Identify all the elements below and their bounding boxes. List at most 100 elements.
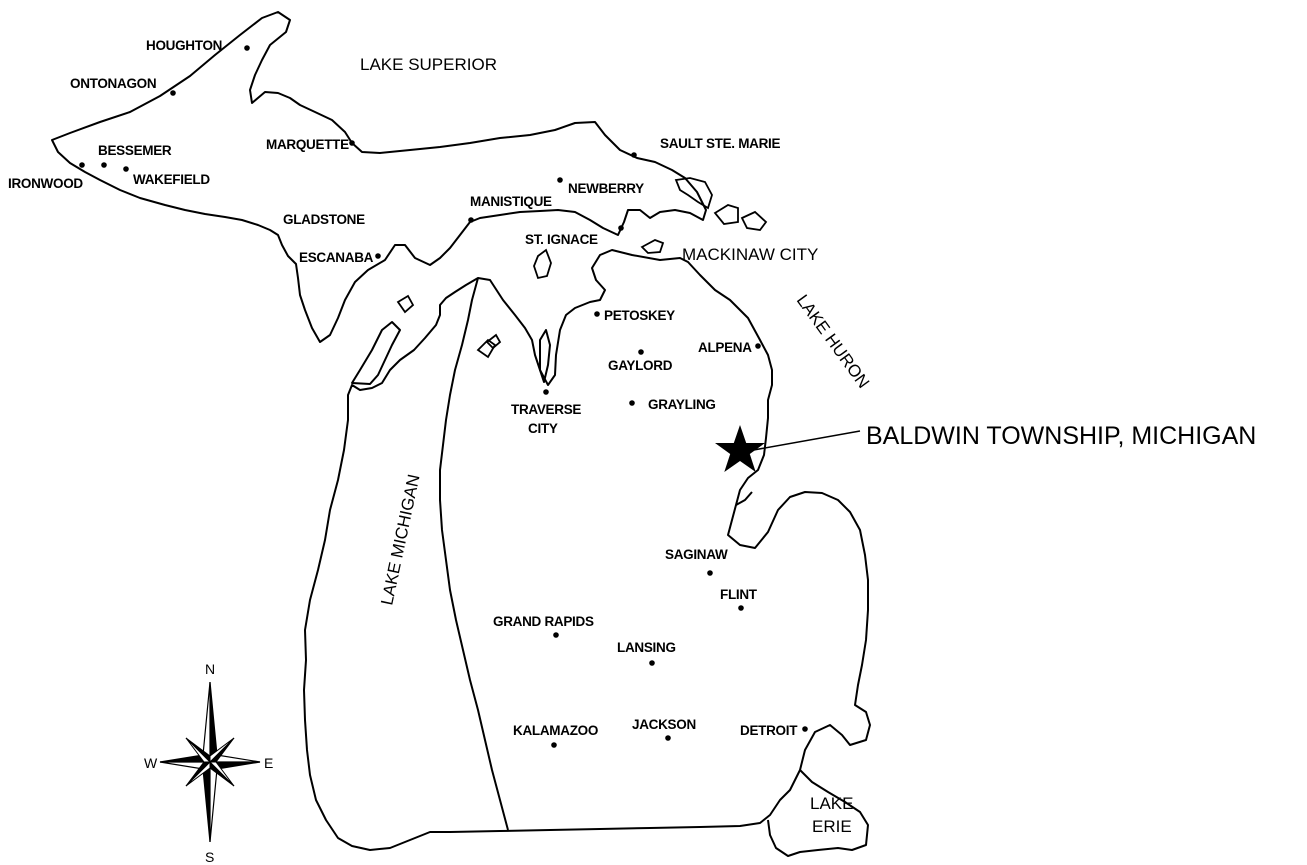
city-manistique: MANISTIQUE	[468, 194, 552, 223]
compass-north-label: N	[205, 661, 215, 677]
city-newberry: NEWBERRY	[557, 177, 644, 196]
city-traverse-city: TRAVERSE CITY	[511, 389, 582, 436]
city-marker	[551, 742, 557, 748]
city-label: DETROIT	[740, 723, 798, 738]
lake-erie-label-line2: ERIE	[812, 817, 852, 836]
city-label: TRAVERSE	[511, 402, 581, 417]
city-label: IRONWOOD	[8, 176, 83, 191]
compass-south-label: S	[205, 849, 214, 865]
city-marker	[170, 90, 176, 96]
city-label: MARQUETTE	[266, 137, 349, 152]
saginaw-bay-shore	[735, 491, 753, 506]
lake-erie-shore	[767, 769, 869, 857]
city-st-ignace: ST. IGNACE	[525, 225, 624, 247]
lake-erie-label-line1: LAKE	[810, 794, 853, 813]
city-jackson: JACKSON	[632, 717, 696, 741]
city-marquette: MARQUETTE	[266, 137, 355, 152]
city-label: GRAND RAPIDS	[493, 614, 594, 629]
city-marker	[553, 632, 559, 638]
city-gaylord: GAYLORD	[608, 349, 673, 373]
leelanau-peninsula	[539, 329, 551, 383]
city-marker	[244, 45, 250, 51]
city-label: MANISTIQUE	[470, 194, 552, 209]
city-label: KALAMAZOO	[513, 723, 598, 738]
city-marker	[665, 735, 671, 741]
city-wakefield: WAKEFIELD	[123, 166, 211, 187]
city-marker	[123, 166, 129, 172]
island-east-2	[740, 210, 768, 231]
city-marker	[375, 253, 381, 259]
city-label: ONTONAGON	[70, 76, 156, 91]
city-marker	[755, 343, 761, 349]
city-label: JACKSON	[632, 717, 696, 732]
city-label: CITY	[528, 421, 558, 436]
city-marker	[468, 217, 474, 223]
city-marker	[79, 162, 85, 168]
city-marker	[543, 389, 549, 395]
city-label: ESCANABA	[299, 250, 374, 265]
city-label: LANSING	[617, 640, 676, 655]
city-grand-rapids: GRAND RAPIDS	[493, 614, 594, 638]
island-east-1	[713, 204, 739, 225]
city-marker	[631, 152, 637, 158]
city-marker	[649, 660, 655, 666]
star-icon	[715, 425, 765, 472]
city-marker	[638, 349, 644, 355]
city-label: GRAYLING	[648, 397, 716, 412]
city-detroit: DETROIT	[740, 723, 808, 738]
city-ontonagon: ONTONAGON	[70, 76, 176, 96]
city-marker	[349, 140, 355, 146]
city-label: HOUGHTON	[146, 38, 222, 53]
city-gladstone: GLADSTONE	[283, 212, 365, 227]
city-marker	[629, 400, 635, 406]
compass-icon	[159, 681, 261, 843]
callout-label: BALDWIN TOWNSHIP, MICHIGAN	[866, 422, 1256, 450]
door-peninsula	[351, 321, 401, 385]
city-marker	[707, 570, 713, 576]
city-marker	[557, 177, 563, 183]
city-label: NEWBERRY	[568, 181, 644, 196]
city-label: ST. IGNACE	[525, 232, 598, 247]
city-label: SAGINAW	[665, 547, 728, 562]
lake-michigan-label: LAKE MICHIGAN	[377, 473, 423, 607]
city-saginaw: SAGINAW	[665, 547, 728, 576]
city-ironwood: IRONWOOD	[8, 162, 85, 191]
city-flint: FLINT	[720, 587, 758, 611]
compass-east-label: E	[264, 755, 273, 771]
lower-peninsula-outline	[303, 249, 871, 851]
baldwin-township-callout: BALDWIN TOWNSHIP, MICHIGAN	[715, 422, 1256, 472]
city-petoskey: PETOSKEY	[594, 308, 675, 323]
city-label: BESSEMER	[98, 143, 172, 158]
city-lansing: LANSING	[617, 640, 676, 666]
city-label: MACKINAW CITY	[682, 245, 818, 264]
city-label: GAYLORD	[608, 358, 673, 373]
city-marker	[738, 605, 744, 611]
bois-blanc-island	[640, 239, 665, 254]
city-bessemer: BESSEMER	[98, 143, 172, 168]
city-grayling: GRAYLING	[629, 397, 716, 412]
city-marker	[618, 225, 624, 231]
city-label: GLADSTONE	[283, 212, 365, 227]
beaver-island	[533, 248, 552, 280]
city-label: SAULT STE. MARIE	[660, 136, 780, 151]
city-alpena: ALPENA	[698, 340, 761, 355]
city-marker	[594, 311, 600, 317]
city-label: FLINT	[720, 587, 758, 602]
city-label: PETOSKEY	[604, 308, 675, 323]
city-houghton: HOUGHTON	[146, 38, 250, 53]
city-escanaba: ESCANABA	[299, 250, 381, 265]
compass-rose: N S E W	[144, 661, 273, 865]
manitou-island-2	[485, 333, 502, 350]
drummond-island	[674, 177, 713, 210]
city-sault-ste-marie: SAULT STE. MARIE	[631, 136, 781, 158]
city-marker	[101, 162, 107, 168]
city-label: ALPENA	[698, 340, 752, 355]
manitou-island-1	[476, 338, 497, 359]
lower-peninsula-west-shore	[439, 277, 509, 831]
city-mackinaw-city: MACKINAW CITY	[682, 245, 818, 264]
washington-island	[396, 294, 415, 314]
callout-leader-line	[747, 430, 861, 452]
compass-west-label: W	[144, 755, 158, 771]
lake-huron-label: LAKE HURON	[793, 291, 873, 392]
